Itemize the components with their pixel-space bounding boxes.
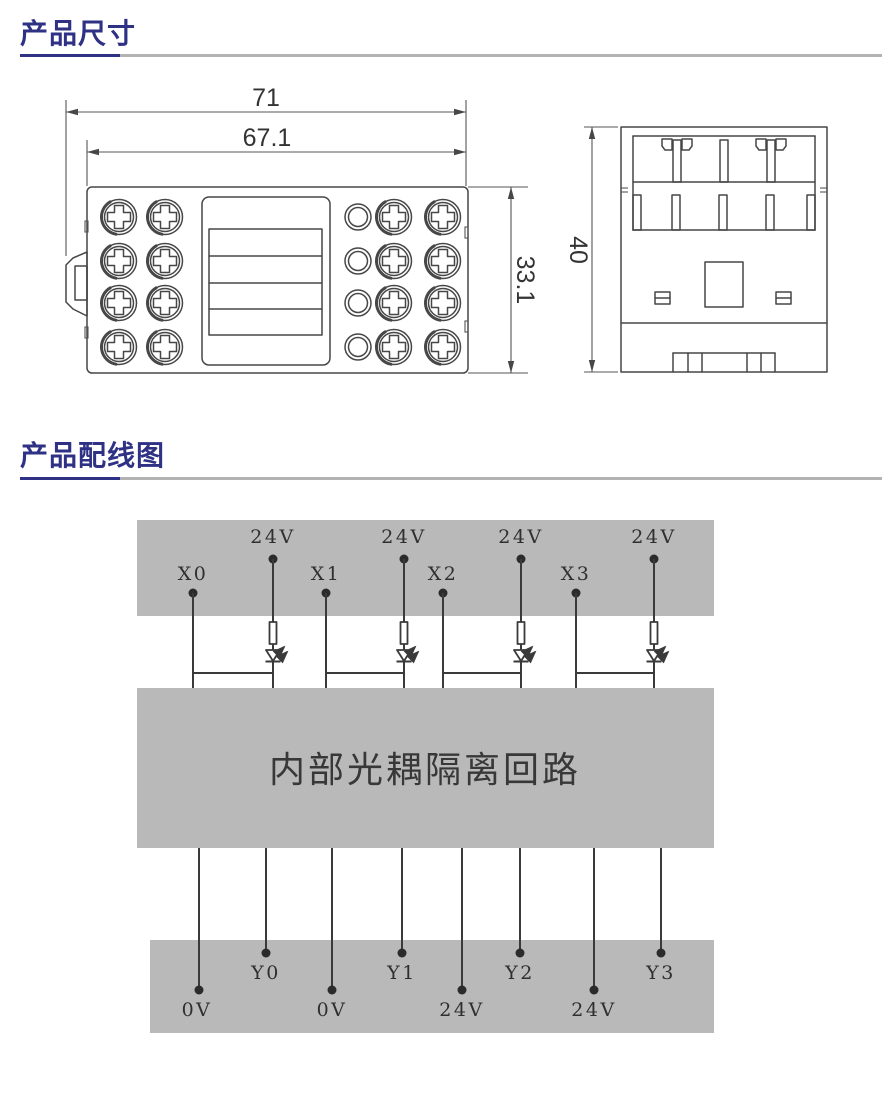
terminal-label-x0: X0 (178, 563, 209, 585)
wiring-diagram: X0 24V X1 24V X2 24V X3 24V 内部光耦隔离回路 0V … (137, 520, 714, 1033)
dim-33-label: 33.1 (511, 256, 539, 305)
terminal-label-24v-b1: 24V (439, 999, 484, 1021)
dim-body-height: 33.1 (468, 186, 539, 374)
section-rule-accent (20, 477, 120, 480)
terminal-label-24v-1: 24V (250, 526, 295, 548)
front-view: 71 67.1 33.1 (65, 84, 539, 374)
isolation-box-label: 内部光耦隔离回路 (269, 750, 581, 791)
terminal-label-x3: X3 (561, 563, 592, 585)
terminal-label-24v-3: 24V (498, 526, 543, 548)
section-rule-dimensions (20, 54, 882, 57)
top-terminal-bar (137, 520, 714, 616)
section-title-dimensions: 产品尺寸 (20, 17, 137, 50)
screw-terminal (145, 328, 184, 366)
screw-terminal (99, 284, 138, 322)
din-clip (65, 251, 88, 317)
dim-total-width: 71 (65, 84, 467, 256)
screw-terminal (374, 198, 413, 236)
indicator-window (344, 333, 372, 361)
indicator-window (344, 289, 372, 317)
screw-terminal (99, 198, 138, 236)
isolation-box (137, 688, 714, 848)
terminal-label-y1: Y1 (386, 962, 417, 984)
screw-terminal (423, 284, 462, 322)
terminal-label-y2: Y2 (504, 962, 535, 984)
screw-terminal (374, 284, 413, 322)
side-view: 40 (564, 126, 828, 373)
dim-body-width: 67.1 (86, 124, 466, 186)
terminal-label-0v-2: 0V (317, 999, 348, 1021)
screw-terminal (374, 328, 413, 366)
terminal-label-x2: X2 (428, 563, 459, 585)
screw-terminal (423, 242, 462, 280)
terminal-label-y3: Y3 (645, 962, 676, 984)
dim-side-height: 40 (564, 126, 618, 373)
screw-terminal (423, 328, 462, 366)
terminal-label-24v-4: 24V (631, 526, 676, 548)
section-rule-accent (20, 54, 120, 57)
screw-terminal (374, 242, 413, 280)
terminal-label-0v-1: 0V (182, 999, 213, 1021)
screw-terminal (145, 284, 184, 322)
screw-terminal (145, 198, 184, 236)
dimension-drawings: 71 67.1 33.1 (65, 84, 828, 374)
terminal-label-y0: Y0 (250, 962, 281, 984)
section-rule-wiring (20, 477, 882, 480)
screw-terminal (99, 242, 138, 280)
dim-71-label: 71 (252, 84, 280, 112)
dim-67-label: 67.1 (243, 124, 292, 152)
screw-terminal (99, 328, 138, 366)
indicator-window (344, 203, 372, 231)
mount-hole (704, 261, 744, 308)
terminal-label-x1: X1 (311, 563, 342, 585)
label-panel (201, 196, 331, 366)
dim-40-label: 40 (564, 236, 592, 264)
indicator-window (344, 247, 372, 275)
screw-terminal (145, 242, 184, 280)
section-title-wiring: 产品配线图 (20, 439, 166, 472)
bottom-terminal-bar (150, 940, 714, 1033)
terminal-label-24v-2: 24V (381, 526, 426, 548)
terminal-label-24v-b2: 24V (571, 999, 616, 1021)
screw-terminal (423, 198, 462, 236)
